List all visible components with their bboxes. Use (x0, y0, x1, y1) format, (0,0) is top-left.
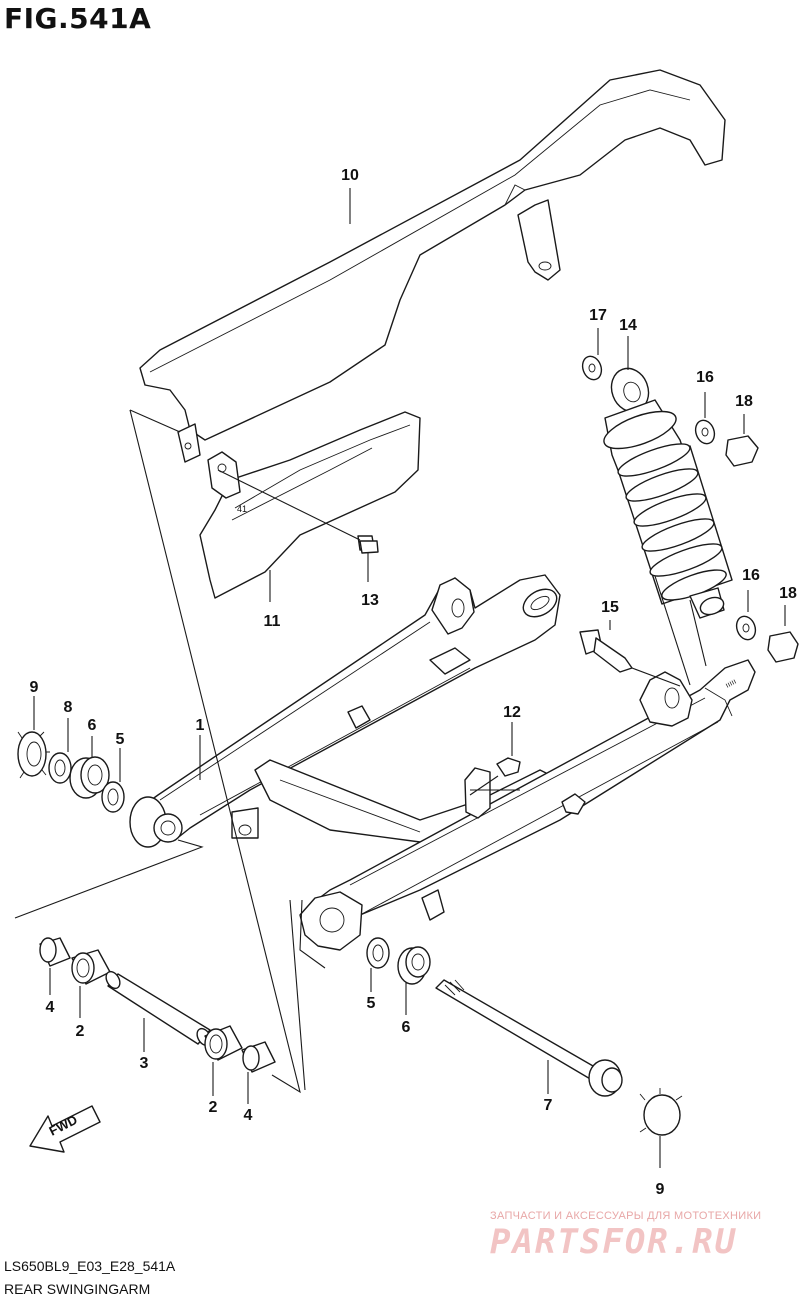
washers-and-nuts (581, 355, 799, 663)
pivot-bushing-set (39, 937, 276, 1073)
callout-3: 3 (140, 1055, 149, 1072)
callout-17: 17 (589, 307, 607, 324)
callout-1: 1 (196, 717, 205, 734)
callout-6-left: 6 (88, 717, 97, 734)
part-number-labels: 10 11 13 17 14 16 18 16 18 15 9 8 6 5 1 … (30, 167, 797, 1198)
callout-2-left: 2 (76, 1023, 85, 1040)
left-bearing-set (17, 731, 125, 813)
callout-15: 15 (601, 599, 619, 616)
callout-16-lower: 16 (742, 567, 760, 584)
diagram-caption: REAR SWINGINGARM (4, 1281, 151, 1297)
chain-case (139, 69, 726, 463)
callout-9-left: 9 (30, 679, 39, 696)
callout-13: 13 (361, 592, 379, 609)
shock-absorber (603, 367, 733, 619)
callout-4-left: 4 (46, 999, 55, 1016)
callout-2-right: 2 (209, 1099, 218, 1116)
bolt-12 (496, 757, 521, 777)
diagram-code: LS650BL9_E03_E28_541A (4, 1258, 176, 1274)
watermark-logo: PARTSFOR.RU (490, 1222, 738, 1262)
callout-5-left: 5 (116, 731, 125, 748)
svg-text:41: 41 (237, 504, 247, 514)
watermark-tagline: ЗАПЧАСТИ И АКСЕССУАРЫ ДЛЯ МОТОТЕХНИКИ (490, 1210, 762, 1222)
bolt-15 (579, 629, 633, 673)
fwd-direction-arrow: FWD (29, 1105, 101, 1153)
swingarm: ııııı (129, 574, 756, 951)
callout-10: 10 (341, 167, 359, 184)
leader-lines (14, 188, 786, 1168)
callout-8: 8 (64, 699, 73, 716)
callout-18-lower: 18 (779, 585, 797, 602)
right-pivot-set (366, 937, 683, 1136)
callout-5-right: 5 (367, 995, 376, 1012)
chain-guard: 41 (199, 411, 421, 599)
bolt-13 (357, 535, 379, 554)
callout-11: 11 (264, 613, 281, 630)
callout-16-upper: 16 (696, 369, 714, 386)
callout-6-right: 6 (402, 1019, 411, 1036)
callout-12: 12 (503, 704, 521, 721)
callout-4-right: 4 (244, 1107, 253, 1124)
callout-9-right: 9 (656, 1181, 665, 1198)
callout-7: 7 (544, 1097, 553, 1114)
callout-18-upper: 18 (735, 393, 753, 410)
callout-14: 14 (619, 317, 637, 334)
figure-title: FIG.541A (4, 2, 152, 35)
